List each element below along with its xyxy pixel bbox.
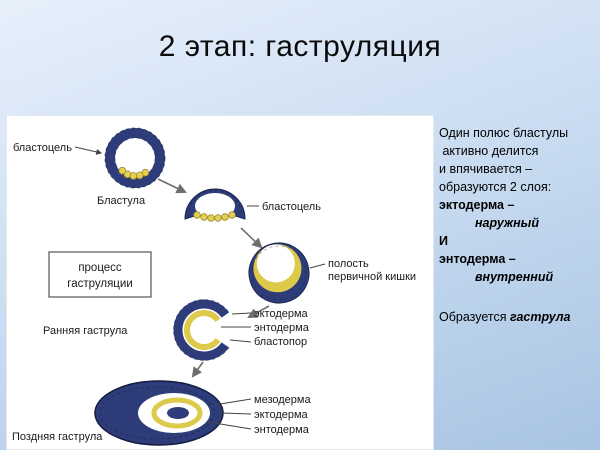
cavity-leader-line bbox=[309, 263, 326, 269]
early-gastrula-shape bbox=[173, 299, 230, 361]
late-gastrula-shape bbox=[94, 380, 224, 446]
gut-cavity bbox=[256, 244, 295, 283]
stage-arrow-icon bbox=[247, 305, 270, 319]
blastopore-label: бластопор bbox=[254, 336, 307, 348]
blastocoel-top-label: бластоцель bbox=[13, 142, 72, 154]
ectoderm-late-label: эктодерма bbox=[254, 409, 309, 421]
cavity-label-line1: полость bbox=[328, 258, 369, 270]
stage-arrow-icon bbox=[191, 361, 204, 378]
early-gastrula-label: Ранняя гаструла bbox=[43, 325, 128, 337]
text-line: и впячивается – bbox=[439, 162, 533, 176]
process-label-line1: процесс bbox=[78, 262, 122, 274]
dome-cavity bbox=[195, 193, 235, 219]
blastula-shape bbox=[104, 127, 166, 189]
cavity-label-line2: первичной кишки bbox=[328, 271, 416, 283]
ectoderm-early-label: эктодерма bbox=[254, 308, 309, 320]
process-box-frame bbox=[48, 251, 152, 298]
blastopore-leader-line bbox=[229, 339, 252, 343]
text-line-endoderm: энтодерма – bbox=[439, 252, 516, 266]
slide-title: 2 этап: гаструляция bbox=[158, 30, 442, 63]
cell-texture-outline bbox=[104, 127, 166, 189]
process-box: процесс гаструляции bbox=[48, 251, 152, 298]
text-line-ectoderm: эктодерма – bbox=[439, 198, 515, 212]
primary-gut-shape bbox=[248, 242, 310, 304]
yolk-cells bbox=[118, 166, 150, 180]
text-spacer bbox=[439, 286, 597, 308]
text-line: активно делится bbox=[439, 144, 539, 158]
mesoderm-leader-line bbox=[213, 398, 252, 406]
endoderm-ring bbox=[151, 397, 203, 429]
text-line-and: И bbox=[439, 234, 448, 248]
diagram-panel: бластоцель Бластула бластоцель bbox=[6, 115, 434, 450]
yolk-cell-row bbox=[193, 211, 236, 222]
cell-texture-ellipse bbox=[99, 386, 215, 440]
endoderm-late-label: энтодерма bbox=[254, 424, 310, 436]
endoderm-early-label: энтодерма bbox=[254, 322, 310, 334]
ectoderm-layer bbox=[173, 299, 229, 361]
cell-texture-ring bbox=[251, 245, 307, 301]
stage-arrow-icon bbox=[240, 227, 263, 249]
blastocoel-mid-label: бластоцель bbox=[262, 201, 321, 213]
text-line-inner: внутренний bbox=[475, 270, 554, 284]
text-line-outer: наружный bbox=[475, 216, 539, 230]
blastula-label: Бластула bbox=[97, 195, 146, 207]
stage-arrow-icon bbox=[157, 178, 187, 194]
endoderm-late-leader-line bbox=[207, 421, 252, 430]
result-bold-text: гаструла bbox=[509, 310, 571, 324]
blastocoel-pointer-line bbox=[74, 146, 103, 155]
text-line: Один полюс бластулы bbox=[439, 126, 569, 140]
mesoderm-label: мезодерма bbox=[254, 394, 311, 406]
invaginating-blastula-shape bbox=[184, 188, 246, 222]
ectoderm-late-leader-line bbox=[219, 412, 252, 415]
text-line-result: Образуется гаструла bbox=[439, 308, 597, 326]
text-line: образуются 2 слоя: bbox=[439, 180, 552, 194]
process-label-line2: гаструляции bbox=[67, 278, 133, 290]
result-normal-text: Образуется bbox=[439, 310, 510, 324]
gut-opening bbox=[167, 407, 189, 419]
cell-texture-arc bbox=[187, 189, 243, 218]
explanation-text: Один полюс бластулы активно делится и вп… bbox=[439, 124, 597, 326]
late-gastrula-label: Поздняя гаструла bbox=[12, 431, 103, 443]
ectoderm-leader-line bbox=[231, 312, 252, 315]
endoderm-layer bbox=[184, 310, 221, 350]
gastrulation-diagram: бластоцель Бластула бластоцель bbox=[12, 127, 416, 446]
